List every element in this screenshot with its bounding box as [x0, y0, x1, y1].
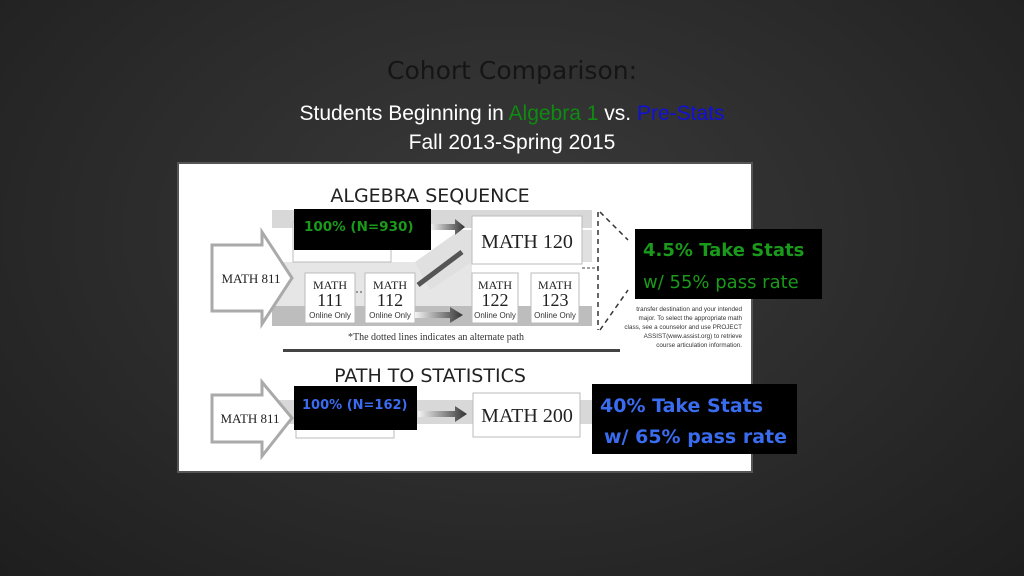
section-divider — [283, 349, 620, 352]
math122-box: MATH 122 Online Only — [471, 272, 519, 324]
math123-box: MATH 123 Online Only — [530, 272, 580, 324]
footnote: *The dotted lines indicates an alternate… — [348, 332, 524, 343]
algebra-cohort-callout — [294, 209, 431, 250]
svg-text:MATH: MATH — [478, 278, 512, 292]
svg-text:Online Only: Online Only — [534, 311, 576, 320]
math811-arrow-top — [210, 226, 294, 330]
prestats-result-line2: w/ 65% pass rate — [604, 426, 787, 448]
arrow-112-to-120 — [416, 250, 464, 287]
svg-text:MATH: MATH — [373, 278, 407, 292]
svg-text:class, see a counselor and use: class, see a counselor and use PROJECT — [624, 324, 742, 331]
slide-subtitle: Students Beginning in Algebra 1 vs. Pre-… — [0, 102, 1024, 126]
svg-text:Online Only: Online Only — [369, 311, 411, 320]
svg-text:123: 123 — [542, 290, 569, 310]
svg-text:122: 122 — [482, 290, 509, 310]
math811-label-bottom: MATH 811 — [220, 411, 279, 426]
math120-box — [471, 215, 583, 265]
slide-title: Cohort Comparison: — [386, 56, 638, 85]
subtitle-group1: Algebra 1 — [508, 102, 599, 125]
svg-text:111: 111 — [317, 290, 343, 310]
svg-text:112: 112 — [377, 290, 403, 310]
side-note: transfer destination and your intended m… — [624, 306, 742, 349]
math111-box: MATH 111 Online Only — [304, 272, 356, 324]
svg-text:transfer destination and your: transfer destination and your intended — [636, 306, 742, 313]
prestats-cohort-text: 100% (N=162) — [302, 398, 407, 413]
subtitle-prefix: Students Beginning in — [299, 102, 509, 125]
arrow-to-math122 — [415, 307, 463, 323]
prestats-cohort-callout — [294, 386, 417, 430]
svg-text:MATH: MATH — [538, 278, 572, 292]
svg-text:Online Only: Online Only — [474, 311, 516, 320]
algebra-result-line2: w/ 55% pass rate — [643, 272, 799, 293]
svg-text:ASSIST(www.assist.org) to retr: ASSIST(www.assist.org) to retrieve — [644, 333, 743, 340]
svg-text:Online Only: Online Only — [309, 311, 351, 320]
svg-text:major. To select the appropria: major. To select the appropriate math — [639, 315, 743, 322]
math112-box: MATH 112 Online Only — [364, 272, 416, 324]
subtitle-group2: Pre-Stats — [636, 102, 725, 125]
math120-label: MATH 120 — [481, 231, 573, 253]
stats-heading: PATH TO STATISTICS — [334, 365, 526, 387]
algebra-result-callout — [635, 229, 822, 299]
arrow-to-math200 — [418, 406, 467, 422]
math200-box — [472, 392, 581, 438]
math811-arrow-bottom — [210, 377, 294, 461]
svg-text:course articulation informatio: course articulation information. — [656, 342, 742, 349]
math811-label: MATH 811 — [221, 271, 280, 286]
algebra-cohort-text: 100% (N=930) — [304, 219, 414, 235]
subtitle-mid: vs. — [598, 102, 637, 125]
prestats-result-line1: 40% Take Stats — [600, 395, 763, 417]
svg-text:MATH: MATH — [313, 278, 347, 292]
algebra-result-line1: 4.5% Take Stats — [643, 240, 804, 261]
algebra-heading: ALGEBRA SEQUENCE — [330, 185, 529, 207]
date-range: Fall 2013-Spring 2015 — [408, 131, 616, 154]
prestats-result-callout — [592, 384, 797, 454]
arrow-to-math120 — [430, 219, 465, 235]
math200-label: MATH 200 — [481, 405, 573, 427]
